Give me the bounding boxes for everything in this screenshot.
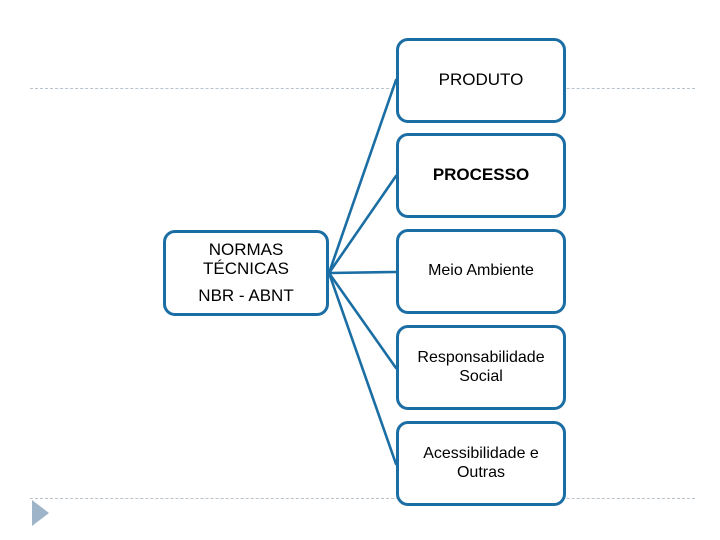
connector-to-responsabilidade	[327, 271, 398, 370]
top-dashed-rule	[30, 88, 695, 89]
node-acessibilidade-outras-label-line1: Acessibilidade e	[423, 444, 539, 462]
node-acessibilidade-outras-label-line2: Outras	[456, 463, 505, 481]
node-responsabilidade-social-label-line2: Social	[459, 367, 503, 385]
connector-to-acessibilidade	[327, 271, 398, 466]
node-produto-label: PRODUTO	[438, 70, 524, 90]
play-triangle-icon	[32, 500, 49, 526]
connector-to-produto	[327, 78, 398, 275]
node-meio-ambiente-label: Meio Ambiente	[428, 262, 534, 280]
node-acessibilidade-outras[interactable]: Acessibilidade e Outras	[396, 421, 566, 506]
connector-to-processo	[327, 174, 398, 275]
node-normas-title-line2: TÉCNICAS	[203, 258, 289, 278]
node-responsabilidade-social[interactable]: Responsabilidade Social	[396, 325, 566, 410]
node-responsabilidade-social-label-line1: Responsabilidade	[417, 348, 545, 366]
node-produto[interactable]: PRODUTO	[396, 38, 566, 123]
node-meio-ambiente[interactable]: Meio Ambiente	[396, 229, 566, 314]
bottom-dashed-rule	[30, 498, 695, 499]
connector-to-meio-ambiente	[327, 270, 398, 275]
node-normas-title: NORMAS TÉCNICAS	[203, 240, 289, 278]
node-normas-title-line1: NORMAS	[208, 239, 284, 259]
node-processo-label: PROCESSO	[432, 165, 530, 185]
node-normas-tecnicas[interactable]: NORMAS TÉCNICAS NBR - ABNT	[163, 230, 329, 316]
node-normas-subtitle: NBR - ABNT	[198, 286, 294, 305]
node-processo[interactable]: PROCESSO	[396, 133, 566, 218]
